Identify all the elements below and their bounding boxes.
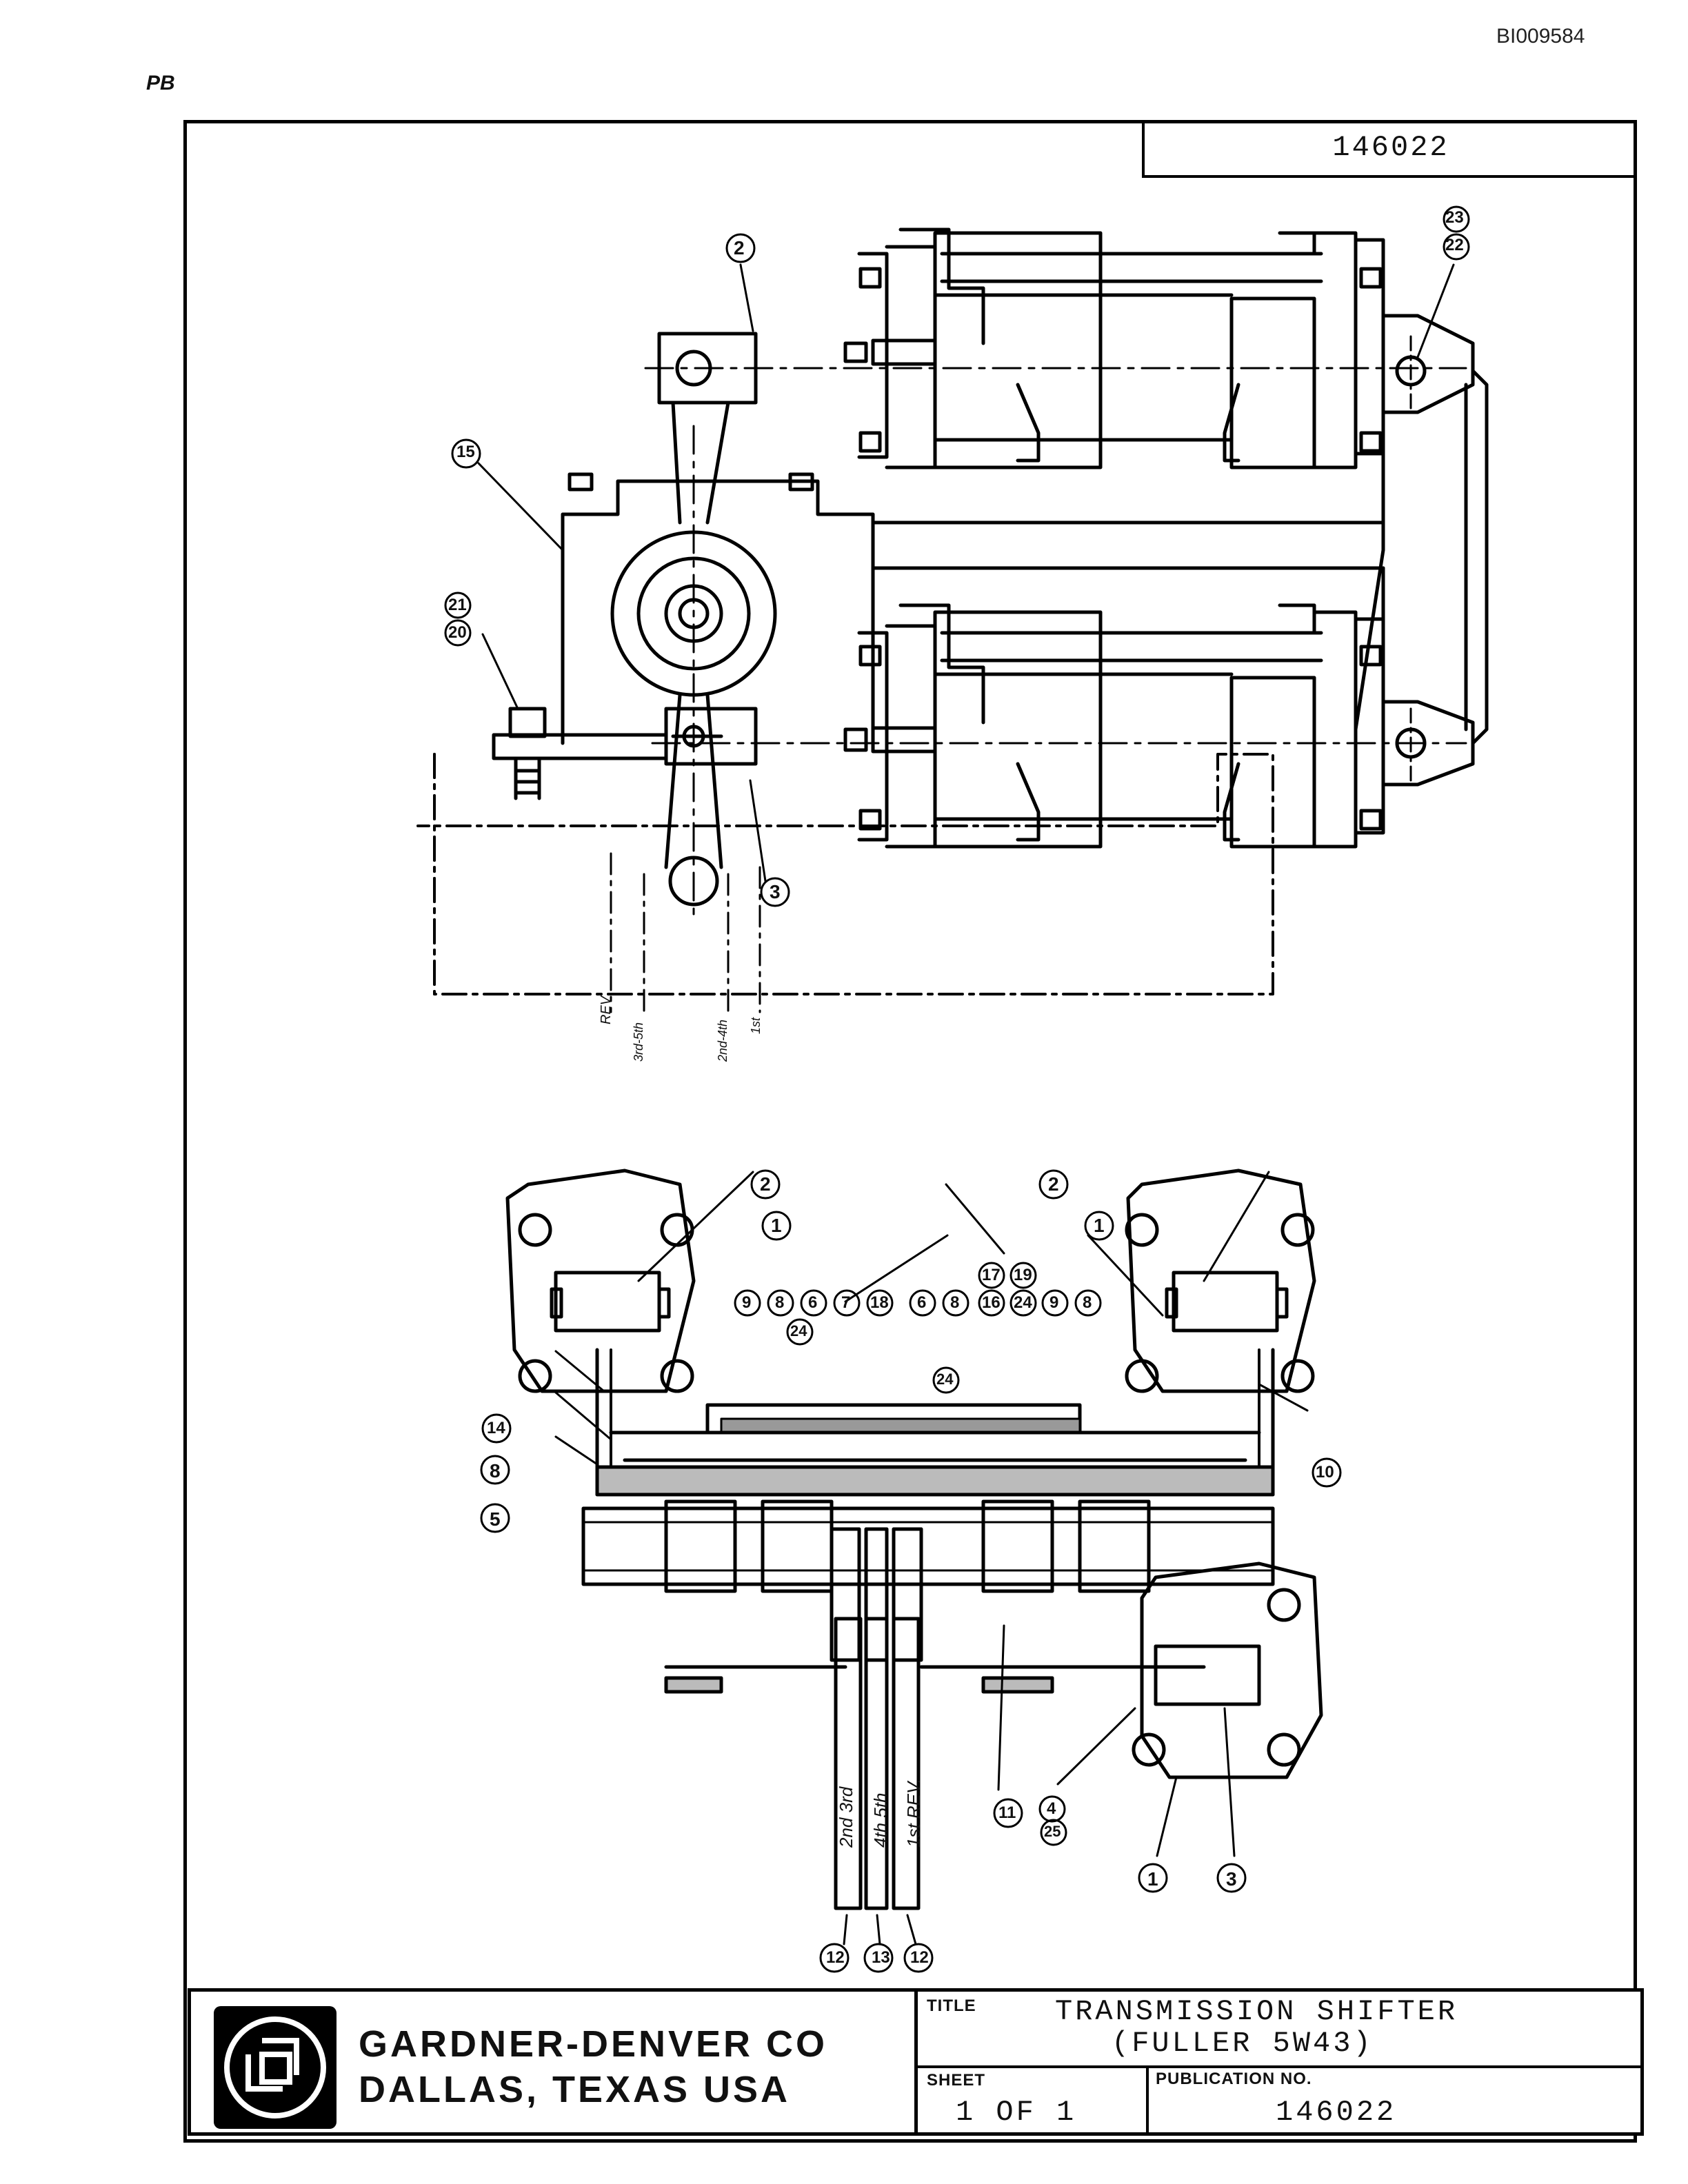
fork-label-4th-5th: 4th 5th [870,1792,891,1848]
callout-8b: 8 [950,1293,960,1312]
callout-17: 17 [982,1266,1001,1284]
callout-25: 25 [1044,1823,1061,1840]
callout-3-top: 3 [770,881,781,902]
drawing-number-box: 146022 [1142,120,1637,178]
callout-6a: 6 [808,1293,818,1312]
callout-8d: 8 [490,1460,501,1482]
sheet-value: 1 OF 1 [956,2096,1077,2129]
callout-1-left: 1 [771,1215,782,1236]
callout-9b: 9 [1049,1293,1059,1312]
title-block-divider [914,2065,1644,2068]
title-block-divider [1146,2065,1149,2136]
callout-20: 20 [448,623,467,642]
publication-caption: PUBLICATION NO. [1156,2070,1312,2088]
callout-23: 23 [1445,208,1464,227]
callout-7: 7 [841,1293,851,1312]
position-label-1st: 1st [749,1017,763,1034]
callout-10: 10 [1316,1463,1334,1482]
sheet-caption: SHEET [927,2071,986,2090]
callout-11: 11 [998,1803,1016,1822]
fork-label-1st-rev: 1st REV. [903,1778,924,1848]
page-mark: PB [146,72,175,94]
callout-19: 19 [1014,1266,1032,1284]
callout-16: 16 [982,1293,1001,1312]
callout-2-left: 2 [760,1173,771,1195]
drawing-sheet-border [183,120,1637,2143]
technical-drawing [416,205,1489,1973]
callout-6b: 6 [917,1293,927,1312]
callout-4: 4 [1047,1799,1056,1818]
callout-14: 14 [487,1419,505,1437]
callout-8c: 8 [1083,1293,1092,1312]
callout-2-top: 2 [734,237,745,259]
top-view [416,228,1489,1013]
company-name: GARDNER-DENVER CO [359,2023,828,2065]
callout-21: 21 [448,596,467,614]
callout-12a: 12 [826,1948,845,1967]
callout-22: 22 [1445,236,1464,254]
drawing-title: TRANSMISSION SHIFTER [1055,1995,1458,2028]
callout-3-bottom: 3 [1226,1868,1237,1890]
callout-2-right: 2 [1048,1173,1059,1195]
document-id: BI009584 [1496,25,1585,48]
position-label-2nd-4th: 2nd-4th [716,1019,730,1062]
callout-15: 15 [456,443,475,461]
fork-label-2nd-3rd: 2nd 3rd [836,1786,856,1848]
callout-24a: 24 [1014,1293,1032,1312]
lower-cylinder [843,520,1475,849]
drawing-subtitle: (FULLER 5W43) [1112,2027,1374,2060]
callout-balloons [444,205,1470,1973]
callout-1-right: 1 [1094,1215,1105,1236]
callout-24b: 24 [790,1322,807,1339]
title-caption: TITLE [927,1996,976,2015]
company-location: DALLAS, TEXAS USA [359,2069,791,2110]
callout-13: 13 [872,1948,890,1967]
callout-9a: 9 [742,1293,752,1312]
callout-12b: 12 [910,1948,929,1967]
callout-5: 5 [490,1508,501,1530]
publication-number: 146022 [1276,2096,1397,2129]
bottom-view [505,1169,1323,1945]
company-logo [214,2006,336,2129]
callout-8a: 8 [775,1293,785,1312]
title-block-divider [914,1988,918,2136]
callout-18: 18 [870,1293,889,1312]
shift-lever [610,332,777,907]
callout-1-bottom: 1 [1147,1868,1158,1890]
position-label-rev: REV [599,995,614,1024]
callout-24c: 24 [936,1371,954,1388]
company-block: GARDNER-DENVER CO DALLAS, TEXAS USA [359,2021,827,2112]
upper-cylinder [843,228,1475,469]
position-label-3rd-5th: 3rd-5th [632,1022,645,1062]
